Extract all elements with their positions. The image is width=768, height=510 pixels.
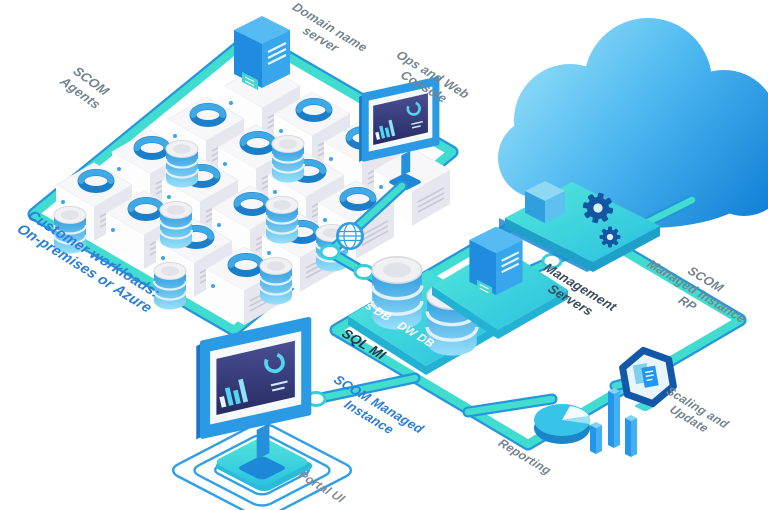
database-icon <box>158 200 194 250</box>
pie-chart-icon <box>534 404 591 444</box>
connection-line <box>310 372 421 405</box>
rp-cube-icon <box>525 181 565 223</box>
database-icon <box>258 256 294 306</box>
connection-line <box>462 393 558 418</box>
database-icon <box>264 195 300 245</box>
database-icon <box>164 139 200 189</box>
bar-chart-icon <box>590 388 637 457</box>
connection-line <box>642 194 698 228</box>
database-icon <box>270 134 306 184</box>
portal-ripples <box>167 421 358 510</box>
globe-icon <box>336 222 364 250</box>
scaling-hexagon-icon <box>619 346 677 408</box>
connection-node <box>319 244 375 280</box>
gear-icon <box>599 226 621 248</box>
